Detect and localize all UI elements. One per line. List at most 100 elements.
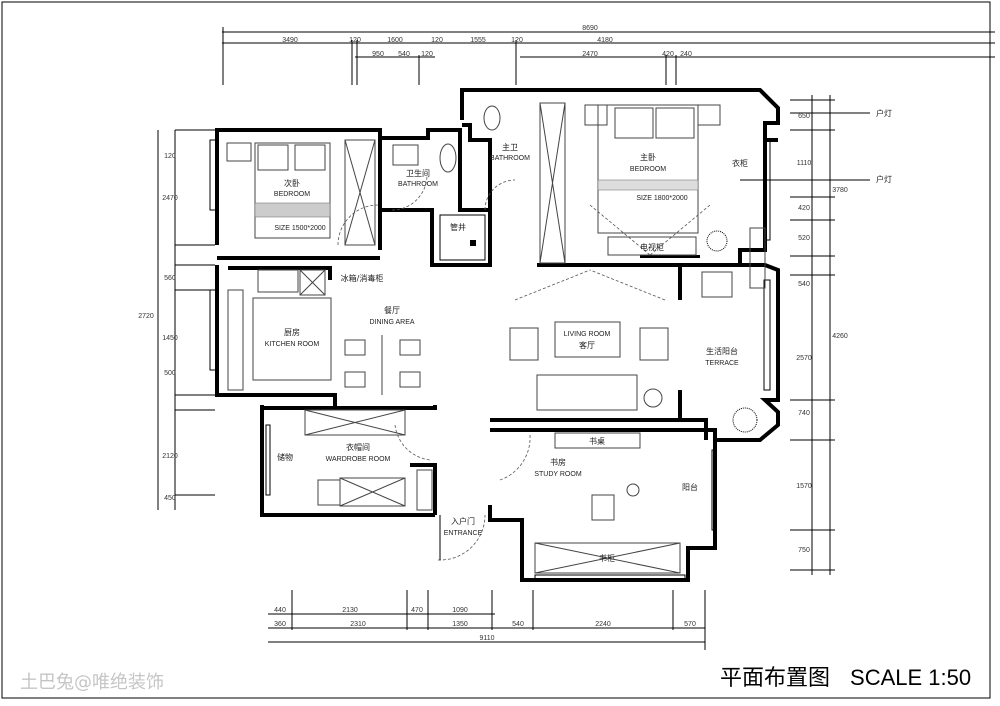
study-chair <box>591 494 615 521</box>
entrance-door-swing <box>437 514 486 561</box>
dim-label: 2720 <box>138 313 154 320</box>
room-label-cn: 卫生间 <box>406 168 430 178</box>
desk-label: 书桌 <box>589 436 605 446</box>
fridge <box>299 269 326 296</box>
shaft <box>439 214 486 261</box>
dim-label: 1600 <box>387 37 403 44</box>
dim-label: 1110 <box>797 160 812 167</box>
room-label-cn: 阳台 <box>682 482 698 492</box>
sink <box>392 144 419 166</box>
room-label-en: TERRACE <box>705 360 739 367</box>
bottom-dimensions: 440 2130 470 1090 360 2310 1350 540 2240… <box>268 590 706 650</box>
top-dimensions: 8690 3490 120 1600 120 1555 120 4180 950… <box>222 25 995 85</box>
dim-label: 3780 <box>832 187 848 194</box>
bed-size-label: SIZE 1500*2000 <box>274 225 325 232</box>
room-label-en: BEDROOM <box>630 166 666 173</box>
toilet <box>439 143 457 173</box>
dim-label: 450 <box>164 495 176 502</box>
dim-label: 540 <box>512 621 524 628</box>
dim-label: 120 <box>349 37 361 44</box>
wardrobe-master <box>539 102 566 264</box>
room-label-en: WARDROBE ROOM <box>326 456 391 463</box>
room-label-cn: 书房 <box>550 457 566 467</box>
dim-label: 540 <box>398 51 410 58</box>
dim-label: 2470 <box>162 195 178 202</box>
dim-label: 240 <box>680 51 692 58</box>
dim-label: 360 <box>274 621 286 628</box>
room-label-en: BATHROOM <box>490 155 530 162</box>
dim-label: 650 <box>798 113 810 120</box>
windows <box>209 139 771 580</box>
room-label-cn: 衣柜 <box>732 158 748 168</box>
coffee-table <box>554 321 621 358</box>
dim-label: 4260 <box>832 333 848 340</box>
dim-label: 1090 <box>452 607 468 614</box>
drawing-title: 平面布置图 SCALE 1:50 <box>720 660 971 692</box>
dim-label: 420 <box>662 51 674 58</box>
room-label-cn: 主卫 <box>502 142 518 152</box>
room-label-cn: 储物 <box>277 452 293 462</box>
dim-label: 3490 <box>282 37 298 44</box>
kitchen-counter <box>252 297 332 381</box>
bed-second <box>254 142 331 239</box>
dim-label: 570 <box>684 621 696 628</box>
room-labels: 次卧 BEDROOM SIZE 1500*2000 卫生间 BATHROOM 主… <box>265 142 748 563</box>
door-swing <box>484 179 516 211</box>
dim-label: 440 <box>274 607 286 614</box>
room-label-en: BEDROOM <box>274 191 310 198</box>
room-label-cn: 次卧 <box>284 178 300 188</box>
dim-label: 500 <box>164 370 176 377</box>
drawing-frame <box>1 1 991 699</box>
sofa <box>536 374 638 411</box>
furniture <box>226 102 766 574</box>
dim-label: 1450 <box>162 335 178 342</box>
room-label-cn: 管井 <box>450 222 466 232</box>
dim-label: 9110 <box>479 635 494 642</box>
walls <box>215 88 780 582</box>
light-annotation: 户灯 <box>876 108 892 118</box>
room-label-en: DINING AREA <box>369 319 414 326</box>
stove <box>257 269 299 293</box>
dim-label: 950 <box>372 51 384 58</box>
dim-label: 540 <box>798 281 810 288</box>
room-label-en: KITCHEN ROOM <box>265 341 320 348</box>
dim-label: 2120 <box>162 453 178 460</box>
dim-label: 1555 <box>470 37 486 44</box>
left-dimensions: 120 2470 2720 560 1450 500 2120 450 <box>138 129 215 510</box>
fridge-label: 冰箱/消毒柜 <box>341 273 384 283</box>
dim-label: 120 <box>431 37 443 44</box>
dim-label: 1350 <box>452 621 468 628</box>
dim-label: 1570 <box>796 483 812 490</box>
scale-text: SCALE 1:50 <box>850 665 972 690</box>
dim-label: 2570 <box>796 355 812 362</box>
door-swing <box>391 174 428 211</box>
room-label-cn: 餐厅 <box>384 306 400 315</box>
right-dimensions: 650 1110 420 520 540 2570 740 1570 750 3… <box>740 95 892 575</box>
dim-label: 520 <box>798 235 810 242</box>
tv-cabinet-label: 电视柜 <box>640 242 664 252</box>
dim-top-total: 8690 <box>582 25 598 32</box>
room-label-cn: 主卧 <box>640 152 656 162</box>
room-label-cn: 生活阳台 <box>706 346 738 356</box>
room-label-en: ENTRANCE <box>444 530 483 537</box>
dim-label: 4180 <box>597 37 613 44</box>
bed-size-label: SIZE 1800*2000 <box>636 195 687 202</box>
dim-label: 2470 <box>582 51 598 58</box>
bookcase-label: 书柜 <box>599 553 615 563</box>
room-label-cn: 入户门 <box>451 516 475 526</box>
room-label-en: LIVING ROOM <box>564 331 611 338</box>
watermark: 土巴兔@唯绝装饰 <box>20 672 164 693</box>
room-label-cn: 厨房 <box>284 327 300 337</box>
dim-label: 2310 <box>350 621 366 628</box>
wardrobe-second <box>344 139 376 246</box>
dim-label: 120 <box>421 51 433 58</box>
dim-label: 560 <box>164 275 176 282</box>
door-swing <box>499 434 531 481</box>
dim-label: 2130 <box>342 607 358 614</box>
room-label-cn: 客厅 <box>579 340 595 350</box>
title-text: 平面布置图 <box>720 666 831 691</box>
dim-label: 750 <box>798 547 810 554</box>
door-swing <box>394 424 431 461</box>
room-label-cn: 衣帽间 <box>346 442 370 452</box>
